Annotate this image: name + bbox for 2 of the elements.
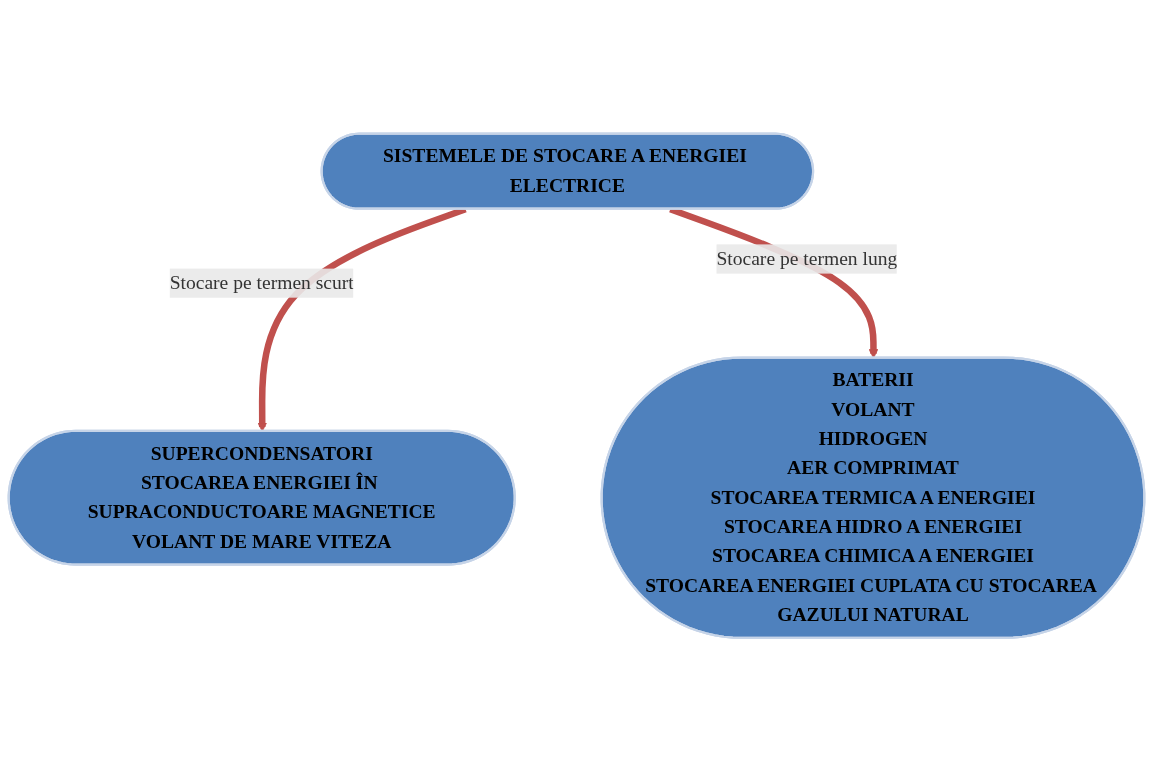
edge-label: Stocare pe termen scurt <box>169 271 354 294</box>
edge-label: Stocare pe termen lung <box>716 247 898 270</box>
